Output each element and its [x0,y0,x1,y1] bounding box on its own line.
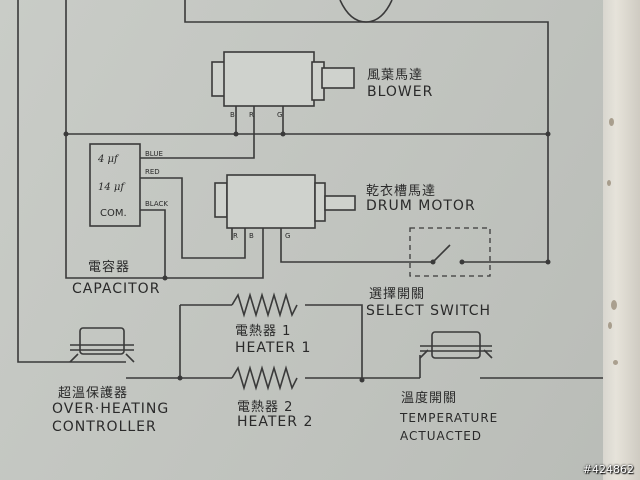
image-id-watermark: #424862 [582,463,634,476]
cap-left-wire [65,134,165,279]
heater1-coil [231,292,298,318]
heater-top-wire [180,304,363,380]
heater1-label-en: HEATER 1 [235,340,312,356]
capacitor-value-14uf: 14 μf [98,182,125,193]
left-outer-wire [17,0,70,363]
select-switch-symbol [409,227,535,277]
capacitor-label-zh: 電容器 [88,260,131,275]
wire-label-blue: BLUE [145,150,163,158]
wire-label-red: RED [145,168,160,176]
drum-terminal-r: R [233,232,238,240]
blower-label-zh: 風葉馬達 [367,68,424,83]
heater2-label-en: HEATER 2 [237,414,314,430]
heater2-coil [231,365,298,391]
over-heating-label-en1: OVER·HEATING [52,401,170,417]
temperature-label-en1: TEMPERATURE [400,411,499,425]
top-component-outline [339,0,393,23]
blower-terminal-g: G [277,111,283,119]
select-switch-label-en: SELECT SWITCH [366,303,492,319]
cap-red-wire [140,177,246,259]
blower-terminal-r: R [249,111,254,119]
temperature-symbol [419,331,493,359]
drum-motor [214,174,356,229]
drum-motor-label-en: DRUM MOTOR [366,198,476,214]
blower-r-wire [140,106,255,159]
drum-motor-label-zh: 乾衣槽馬達 [366,184,437,199]
wire-label-black: BLACK [145,200,169,208]
blower-motor [211,51,355,107]
temperature-label-en2: ACTUACTED [400,429,483,443]
blower-label-en: BLOWER [367,84,434,100]
select-switch-label-zh: 選擇開關 [369,287,426,302]
over-heating-label-zh: 超溫保護器 [58,386,129,401]
drum-terminal-g: G [285,232,291,240]
capacitor-value-4uf: 4 μf [98,154,118,165]
drum-g-wire [280,228,433,263]
drum-terminal-b: B [249,232,254,240]
capacitor-label-en: CAPACITOR [72,281,161,297]
right-rail [535,134,549,263]
heater1-label-zh: 電熱器 1 [235,324,292,339]
heater2-label-zh: 電熱器 2 [237,400,294,415]
over-heating-symbol [69,327,135,363]
over-heating-label-en2: CONTROLLER [52,419,157,435]
temperature-label-zh: 溫度開關 [401,391,458,406]
blower-terminal-b: B [230,111,235,119]
panel-edge [603,0,640,480]
capacitor-box [89,143,141,227]
capacitor-com: COM. [100,208,127,219]
